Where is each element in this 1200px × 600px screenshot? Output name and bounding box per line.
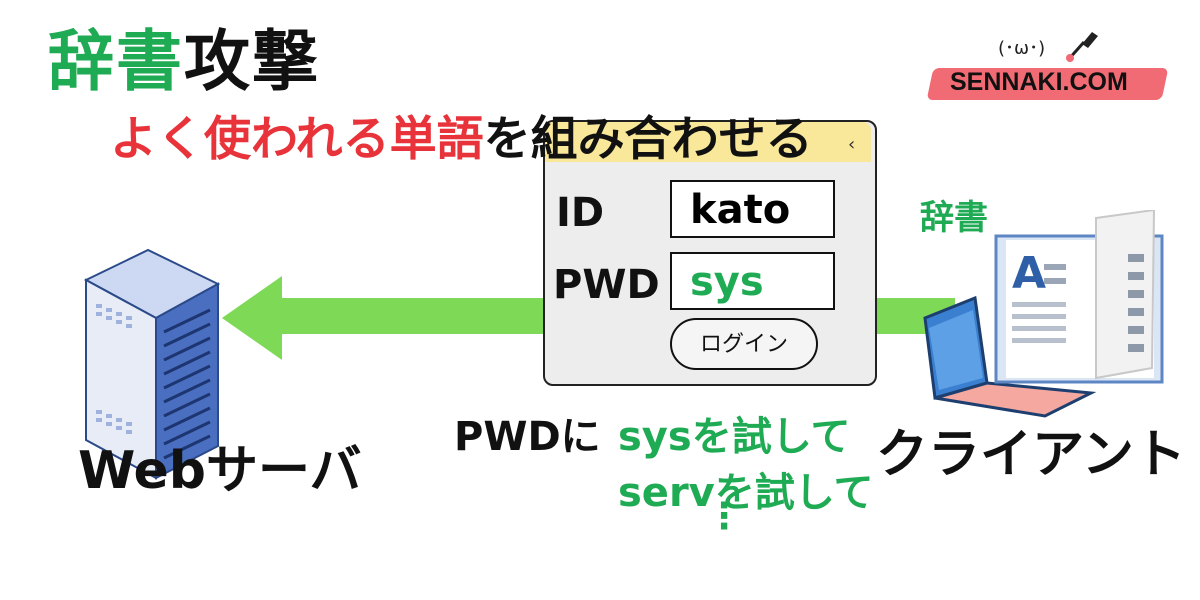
id-label: ID [556, 190, 605, 236]
login-dialog-titlebar [545, 122, 871, 162]
title-dictionary: 辞書 [48, 23, 184, 100]
page-title: 辞書攻撃 [48, 8, 320, 104]
webserver-label: Webサーバ [78, 441, 362, 501]
login-button[interactable]: ログイン [670, 318, 818, 370]
client-label: クライアント [876, 425, 1186, 485]
brand-logo: SENNAKI.COM [926, 62, 1169, 102]
server-icon [83, 248, 221, 480]
attempt-prefix: PWDに [454, 414, 601, 460]
subtitle-combine: を組み合わせる [483, 112, 813, 167]
id-field[interactable]: kato [670, 180, 835, 238]
attempt-first: sysを試して [618, 414, 851, 460]
subtitle-common-words: よく使われる単語 [110, 112, 484, 167]
password-field[interactable]: sys [670, 252, 835, 310]
dictionary-book-icon: A [994, 210, 1164, 384]
brush-icon [1066, 32, 1098, 62]
pwd-label: PWD [553, 262, 660, 308]
attempt-continuation: ⋮ [706, 496, 742, 537]
attempt-second: servを試して [618, 470, 874, 516]
chevron-icon: ‹ [848, 134, 856, 155]
svg-text:A: A [1012, 248, 1046, 299]
dictionary-label: 辞書 [920, 198, 988, 238]
laptop-icon [923, 295, 1097, 418]
brand-face-icon: (･ω･) [998, 38, 1046, 59]
subtitle: よく使われる単語を組み合わせる [110, 100, 813, 169]
brand-name: SENNAKI.COM [950, 68, 1128, 96]
title-attack: 攻撃 [184, 23, 320, 100]
request-arrow-head [222, 276, 282, 360]
